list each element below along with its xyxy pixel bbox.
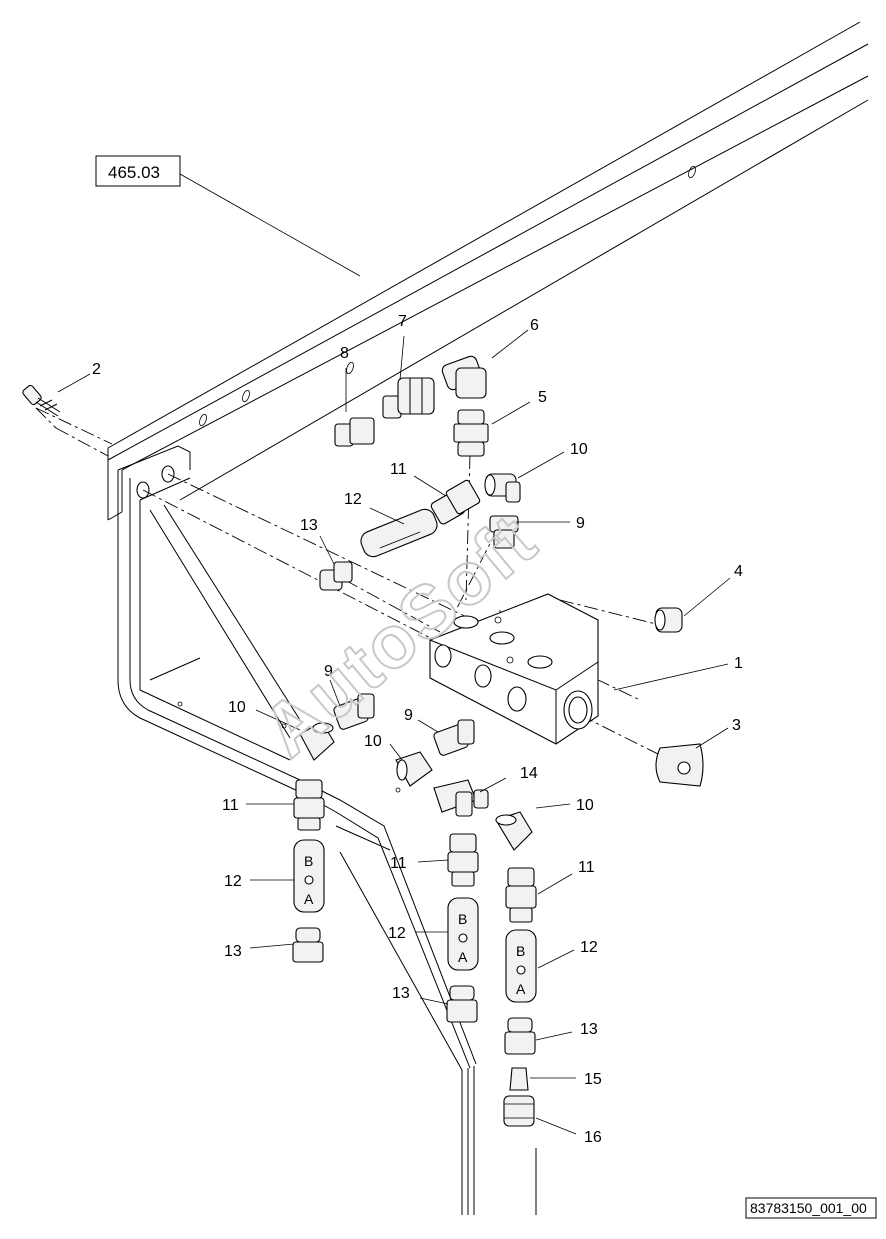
elbow-6 [441,355,487,399]
leader-lines [57,173,731,1135]
fitting-9-top [489,515,519,549]
fitting-13-mid [446,985,478,1023]
callout-11-mid: 11 [390,855,407,872]
callout-10-right: 10 [576,797,594,814]
fitting-9-mid [433,719,475,756]
check-valve-12-right [505,929,537,1003]
plug-4 [654,607,683,633]
callout-7: 7 [398,313,407,330]
tee-14 [433,779,489,817]
fitting-5 [453,409,489,457]
callout-11-right: 11 [578,859,595,876]
callout-15: 15 [584,1071,602,1088]
drawing-id: 83783150_001_00 [745,1197,877,1219]
callout-5: 5 [538,389,547,406]
callout-10-mid: 10 [364,733,382,750]
check-valve-12-left [293,839,325,913]
frame-beam [107,21,869,521]
ferrule-15 [509,1067,529,1091]
callout-9-mid: 9 [404,707,413,724]
fitting-13-left [292,927,324,963]
coupling-8 [334,417,375,447]
reference-box-label: 465.03 [108,163,160,182]
callout-10-left: 10 [228,699,246,716]
valve-mark-a-right: A [516,981,526,997]
manifold-block [429,593,599,745]
callout-13-left: 13 [224,943,242,960]
callout-4: 4 [734,563,743,580]
callout-8: 8 [340,345,349,362]
fitting-9-left [333,693,375,730]
elbow-10-top [484,473,521,503]
elbow-10-mid [395,751,433,787]
adapter-7 [382,377,435,419]
callout-3: 3 [732,717,741,734]
callout-11-top: 11 [390,461,407,478]
fitting-11-left [293,779,325,831]
callout-1: 1 [734,655,743,672]
valve-markings: B A B A B A [304,853,526,997]
callout-16: 16 [584,1129,602,1146]
callout-14: 14 [520,765,538,782]
fitting-11-mid [447,833,479,887]
callout-13-top: 13 [300,517,318,534]
valve-mark-b-mid: B [458,911,467,927]
callout-11-left: 11 [222,797,239,814]
callout-labels: 1 2 3 4 5 6 7 8 9 9 9 10 10 10 10 11 11 … [92,313,743,1146]
fitting-11-right [505,867,537,923]
callout-12-right: 12 [580,939,598,956]
check-valve-12-mid [447,897,479,971]
callout-13-mid: 13 [392,985,410,1002]
fitting-13-top [319,561,353,591]
callout-13-right: 13 [580,1021,598,1038]
bolt-2 [22,384,61,417]
valve-mark-b-left: B [304,853,313,869]
check-valve-12-top [360,508,438,558]
valve-mark-b-right: B [516,943,525,959]
elbow-10-left [299,721,335,761]
callout-9-top: 9 [576,515,585,532]
callout-10-top: 10 [570,441,588,458]
nut-16 [503,1095,535,1127]
callout-6: 6 [530,317,539,334]
callout-12-left: 12 [224,873,242,890]
callout-9-left: 9 [324,663,333,680]
callout-12-mid: 12 [388,925,406,942]
valve-mark-a-mid: A [458,949,468,965]
valve-mark-a-left: A [304,891,314,907]
drawing-id-label: 83783150_001_00 [750,1200,867,1216]
fitting-11-top [430,479,481,525]
fitting-13-right [504,1017,536,1055]
callout-12-top: 12 [344,491,362,508]
reference-box: 465.03 [95,155,181,187]
callout-2: 2 [92,361,101,378]
elbow-10-right [495,811,533,851]
plug-3 [655,743,704,787]
